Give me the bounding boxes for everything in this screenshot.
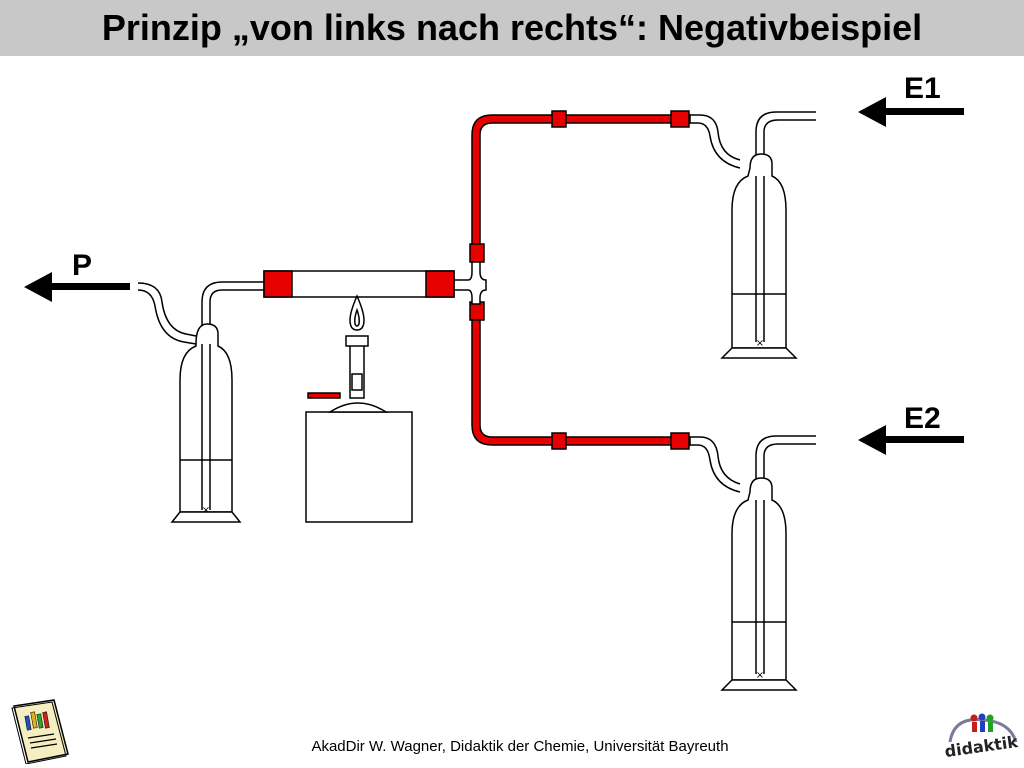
red-tubing [469,110,691,450]
gas-inlet [307,392,341,399]
t-piece [451,261,487,305]
footer-credit: AkadDir W. Wagner, Didaktik der Chemie, … [311,738,729,755]
tube-stopper-right [425,270,455,298]
washing-bottle-e1: × [690,111,816,359]
label-e2: E2 [904,402,941,435]
slide-title: Prinzip „von links nach rechts“: Negativ… [101,7,923,48]
didaktik-logo-text: didaktik [944,732,1019,761]
bunsen-burner [305,294,413,523]
svg-text:×: × [202,505,210,516]
label-e1: E1 [904,72,941,105]
tube-joint [469,243,485,263]
upper-tube [471,114,691,263]
didaktik-logo: didaktik [944,713,1019,761]
title-bar [0,0,1024,56]
left-glass-tubing [137,281,264,510]
tube-joint [551,432,567,450]
tube-stopper-left [263,270,293,298]
tube-joint [670,432,690,450]
arrow-e1 [858,97,964,127]
reaction-tube [263,270,455,298]
washing-bottle-left: × [170,323,242,523]
svg-text:×: × [756,338,764,349]
burner-base-box [305,411,413,523]
lower-tube [471,317,691,446]
arrow-p [24,272,130,302]
arrow-e2 [858,425,964,455]
label-p: P [72,249,93,282]
svg-text:×: × [756,670,764,681]
washing-bottle-e2: × [690,435,816,691]
tube-joint [670,110,690,128]
tube-joint [551,110,567,128]
document-icon [11,699,69,764]
